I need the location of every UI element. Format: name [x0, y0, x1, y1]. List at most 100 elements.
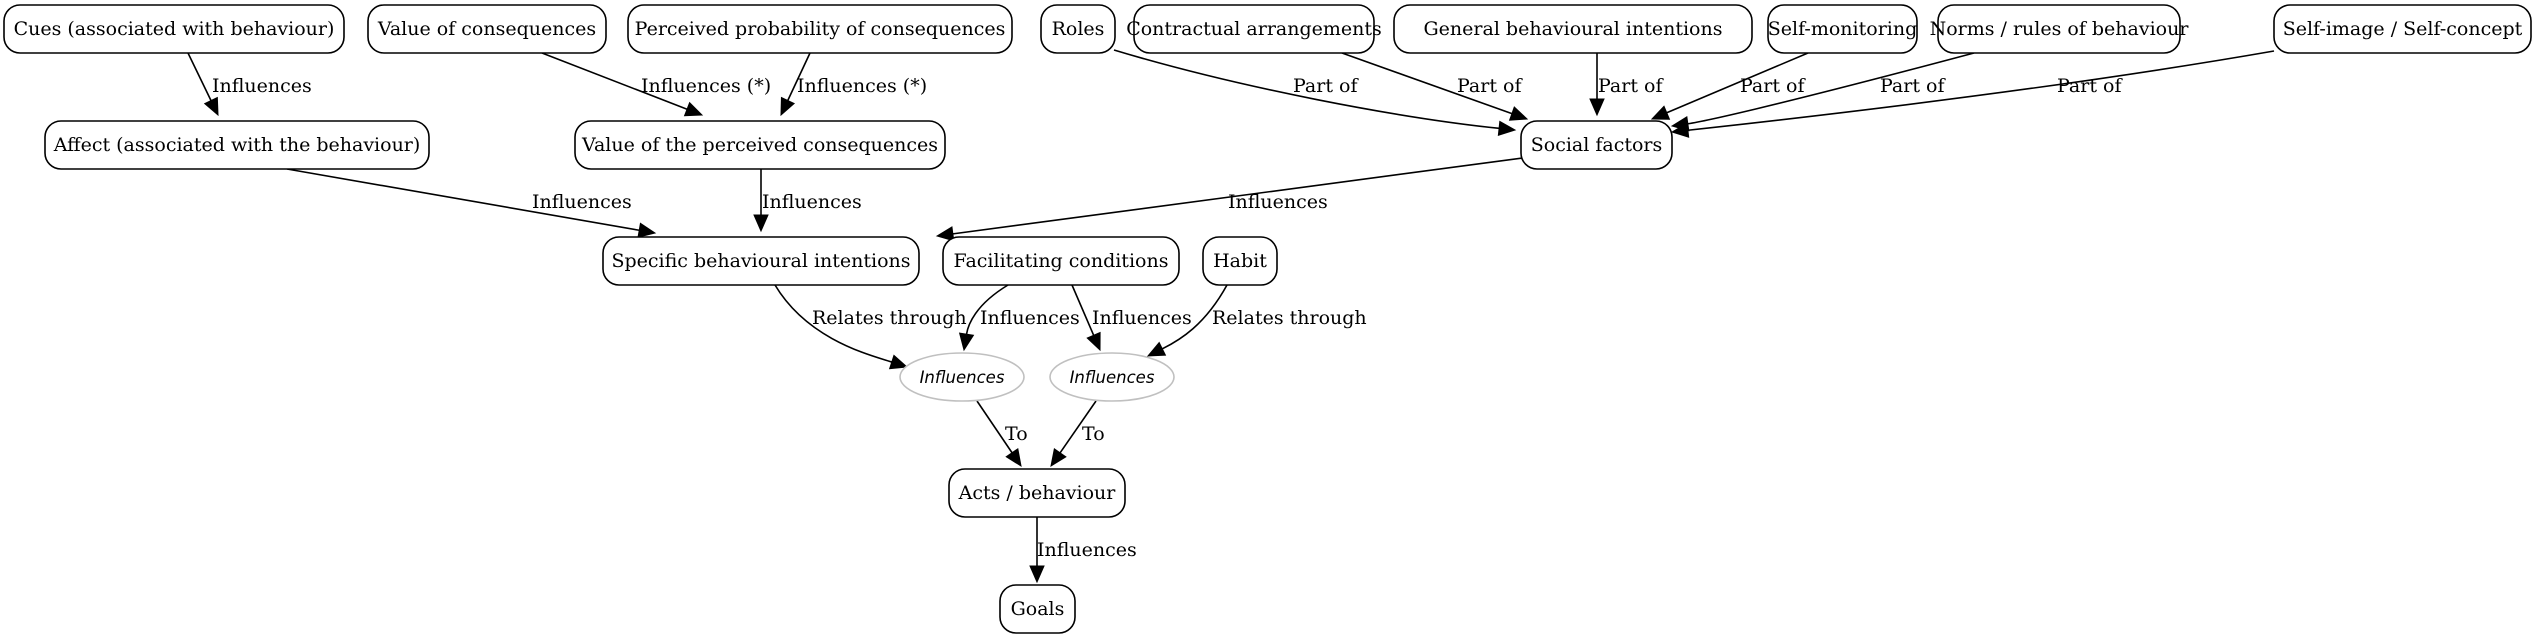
arrowhead-icon [753, 214, 769, 233]
nodes-layer: Cues (associated with behaviour) Value of… [3, 4, 2532, 634]
edge-label: Influences [1092, 307, 1192, 329]
arrowhead-icon [1029, 565, 1045, 584]
edge-value-perceived-to-specific-intentions [753, 169, 769, 233]
node-specific-intentions: Specific behavioural intentions [602, 236, 920, 286]
arrowhead-icon [958, 332, 975, 352]
edge-line [952, 156, 1531, 235]
edge-label: Relates through [1212, 307, 1367, 329]
arrowhead-icon [637, 222, 657, 238]
node-label: Affect (associated with the behaviour) [53, 134, 421, 156]
edge-line [1113, 49, 1500, 130]
arrowhead-icon [1589, 98, 1605, 117]
edge-value-consequences-to-value-perceived [541, 52, 704, 117]
node-label: Value of the perceived consequences [581, 134, 938, 156]
edge-line [286, 168, 640, 232]
edge-line [1687, 52, 1975, 125]
node-goals: Goals [999, 584, 1076, 634]
edge-line [1341, 52, 1513, 115]
node-label: Perceived probability of consequences [635, 18, 1006, 40]
node-box-shape [1937, 4, 2181, 54]
edge-cues-to-affect [187, 52, 219, 117]
edge-contractual-to-social-factors [1341, 52, 1529, 121]
node-box-shape [1520, 120, 1673, 170]
edge-line [965, 284, 1009, 335]
edge-line [1666, 52, 1809, 114]
node-box-shape [3, 4, 345, 54]
node-box-shape [1767, 4, 1918, 54]
node-label: Self-monitoring [1768, 18, 1918, 40]
node-label: Self-image / Self-concept [2283, 18, 2523, 40]
edge-habit-to-influences-2 [1146, 284, 1228, 357]
node-label: Influences [920, 368, 1005, 387]
edge-perceived-probability-to-value-perceived [780, 52, 811, 117]
arrowhead-icon [1005, 447, 1022, 468]
node-box-shape [367, 4, 607, 54]
edge-acts-to-goals [1029, 517, 1045, 584]
node-habit: Habit [1202, 236, 1278, 286]
edge-label: Influences (*) [797, 75, 927, 97]
node-label: Social factors [1531, 134, 1663, 156]
edge-line [1161, 284, 1228, 350]
node-label: Specific behavioural intentions [611, 250, 910, 272]
arrowhead-icon [1650, 105, 1671, 120]
arrowhead-icon [1670, 122, 1690, 138]
edge-label: Part of [1457, 75, 1523, 97]
edge-label: Relates through [812, 307, 967, 329]
edge-label: Influences [1228, 191, 1328, 213]
edge-line [1687, 50, 2275, 132]
node-label: Goals [1011, 598, 1065, 620]
arrowhead-icon [1146, 341, 1167, 357]
node-label: Norms / rules of behaviour [1930, 18, 2190, 40]
arrowhead-icon [1497, 120, 1517, 137]
node-roles: Roles [1040, 4, 1116, 54]
edge-line [187, 52, 212, 101]
node-box-shape [44, 120, 430, 170]
edge-line [787, 52, 811, 101]
node-label: General behavioural intentions [1424, 18, 1723, 40]
edge-influences-1-to-acts [976, 400, 1022, 468]
node-social-factors: Social factors [1520, 120, 1673, 170]
node-ellipse-shape [1049, 352, 1175, 402]
edge-label: Part of [1740, 75, 1806, 97]
edge-self-image-to-social-factors [1670, 50, 2275, 138]
arrowhead-icon [1086, 331, 1101, 352]
node-box-shape [627, 4, 1013, 54]
arrowhead-icon [1050, 448, 1067, 468]
arrowhead-icon [203, 96, 219, 117]
edge-label: Influences [762, 191, 862, 213]
edge-line [1059, 400, 1097, 454]
edge-label: Part of [2057, 75, 2123, 97]
node-self-image: Self-image / Self-concept [2273, 4, 2532, 54]
edge-label: Influences [1037, 539, 1137, 561]
edge-specific-intentions-to-influences-1 [774, 284, 909, 370]
node-label: Acts / behaviour [958, 482, 1117, 504]
edge-influences-2-to-acts [1050, 400, 1097, 468]
node-cues: Cues (associated with behaviour) [3, 4, 345, 54]
node-self-monitoring: Self-monitoring [1767, 4, 1918, 54]
edge-facilitating-to-influences-1 [958, 284, 1009, 352]
edge-self-monitoring-to-social-factors [1650, 52, 1809, 120]
node-box-shape [1040, 4, 1116, 54]
node-box-shape [999, 584, 1076, 634]
node-box-shape [1202, 236, 1278, 286]
node-label: Value of consequences [377, 18, 596, 40]
node-facilitating: Facilitating conditions [942, 236, 1180, 286]
arrowhead-icon [1508, 106, 1529, 121]
edge-label: Influences [212, 75, 312, 97]
edge-roles-to-social-factors [1113, 49, 1517, 137]
node-affect: Affect (associated with the behaviour) [44, 120, 430, 170]
node-influences-1: Influences [899, 352, 1025, 402]
node-acts: Acts / behaviour [948, 468, 1126, 518]
edge-line [541, 52, 688, 110]
edge-affect-to-specific-intentions [286, 168, 657, 238]
node-label: Cues (associated with behaviour) [14, 18, 335, 40]
arrowhead-icon [888, 354, 909, 370]
node-ellipse-shape [899, 352, 1025, 402]
node-box-shape [1393, 4, 1753, 54]
edge-general-intentions-to-social-factors [1589, 53, 1605, 117]
node-label: Influences [1070, 368, 1155, 387]
node-label: Habit [1213, 250, 1267, 272]
arrowhead-icon [683, 101, 704, 117]
